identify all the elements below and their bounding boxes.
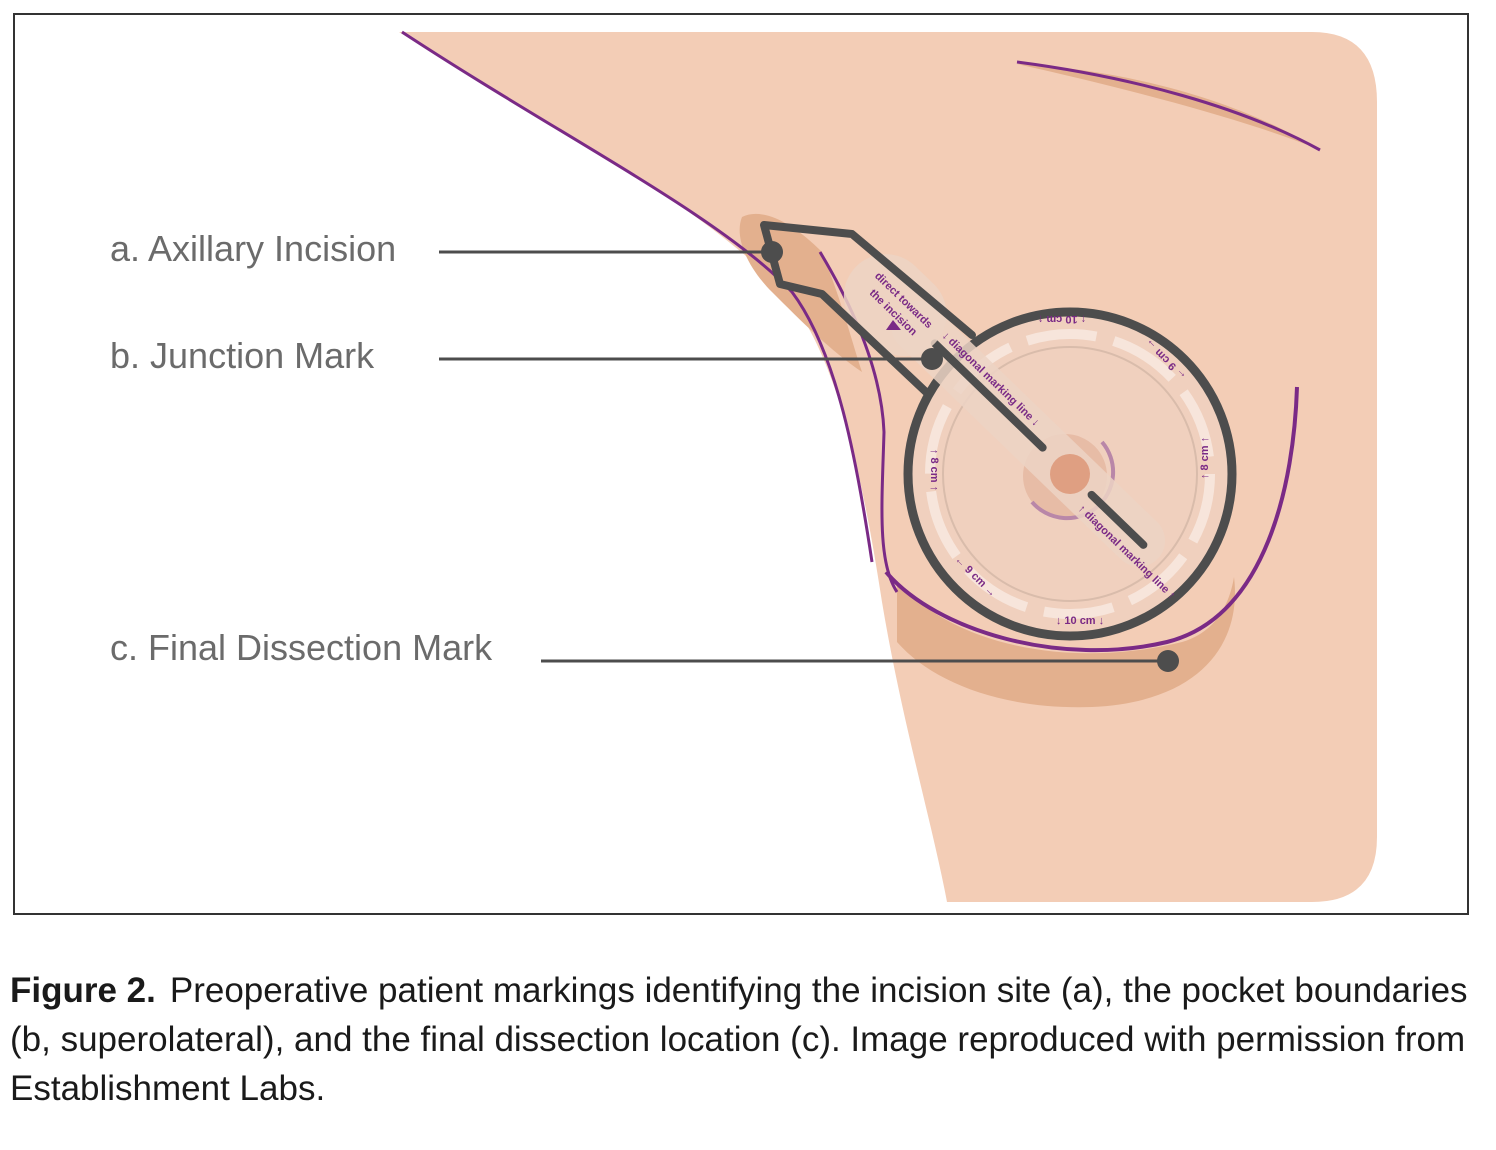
breast-outline [884, 386, 1299, 653]
figure-number: Figure 2. [10, 971, 156, 1010]
ring-text-left: ↑ 8 cm ↑ [928, 449, 940, 491]
figure-frame: direct towards the incision ↓ diagonal m… [13, 13, 1469, 915]
pocket-sizer-tool: direct towards the incision ↓ diagonal m… [843, 254, 1237, 641]
ring-text-right: ↑ 8 cm ↑ [1199, 437, 1211, 479]
marker-dot-a [761, 241, 783, 263]
callout-label-b: b. Junction Mark [110, 335, 375, 376]
upper-crease-line [1016, 60, 1321, 152]
diagonal-marking-slot-upper [930, 339, 1047, 452]
marker-dot-c [1157, 650, 1179, 672]
breast-marking-illustration: direct towards the incision ↓ diagonal m… [399, 30, 1377, 902]
sizer-inner-track [925, 329, 1215, 619]
ring-text-top: ↑ 10 cm ↑ [1038, 313, 1086, 325]
callout-label-c: c. Final Dissection Mark [110, 627, 493, 668]
direction-arrow-icon [886, 320, 901, 330]
sizer-direction-tab [843, 254, 947, 357]
diagonal-marking-slot-lower [1087, 490, 1148, 549]
ring-text-bottom: ↓ 10 cm ↓ [1056, 615, 1104, 627]
figure-caption: Figure 2.Preoperative patient markings i… [10, 966, 1480, 1113]
caption-text: Preoperative patient markings identifyin… [10, 971, 1468, 1108]
sizer-center-window [1050, 454, 1090, 494]
marker-dot-b [921, 348, 943, 370]
sizer-inner-edge [942, 346, 1198, 602]
inframammary-shadow [897, 577, 1235, 708]
callout-label-a: a. Axillary Incision [110, 228, 397, 269]
